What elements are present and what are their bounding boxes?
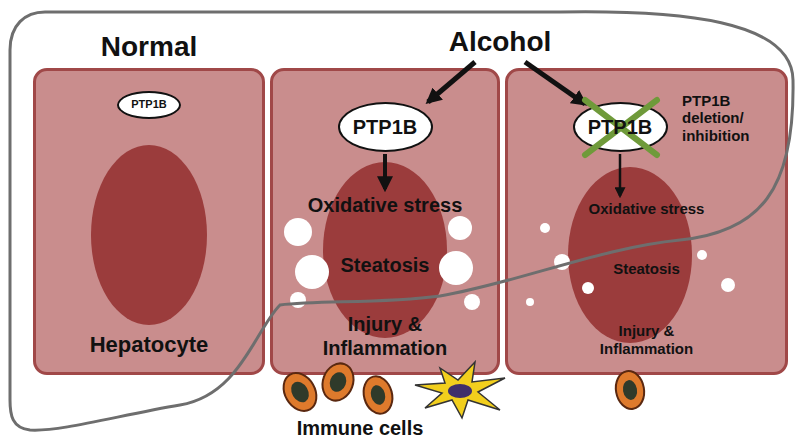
text-holder: PTP1B deletion/ inhibition — [682, 92, 782, 144]
node-text: Injury & Inflammation — [300, 312, 470, 360]
node-text: Hepatocyte — [36, 332, 262, 358]
text-holder: Normal — [36, 30, 262, 64]
node-text: PTP1B — [353, 115, 417, 139]
deletion-cross — [585, 100, 657, 155]
nucleus — [568, 167, 692, 343]
protein-ellipse: PTP1B — [117, 91, 181, 119]
protein-ellipse: PTP1B — [338, 102, 433, 152]
node-text: Injury & Inflammation — [587, 322, 707, 358]
effect-arrow — [383, 154, 387, 189]
intervention-label: PTP1B deletion/ inhibition — [682, 92, 782, 144]
node-text: PTP1B — [588, 115, 652, 139]
immune-cell-icons — [277, 359, 647, 418]
node-text: Steatosis — [508, 260, 785, 278]
node-text: Normal — [36, 30, 262, 64]
text-holder: Steatosis — [273, 253, 497, 277]
text-holder: Oxidative stress — [273, 193, 497, 217]
nucleus — [91, 145, 207, 325]
effect-arrow — [619, 154, 622, 196]
liver-outline — [10, 12, 793, 430]
stimulus-label: Alcohol — [400, 26, 600, 58]
text-holder: Oxidative stress — [508, 200, 785, 218]
node-text: PTP1B — [131, 98, 166, 111]
text-holder: Alcohol — [400, 26, 600, 58]
text-holder: Hepatocyte — [36, 332, 262, 358]
cell-type-label: Immune cells — [280, 417, 440, 440]
alcohol-arrow — [428, 62, 475, 102]
text-holder: Steatosis — [508, 260, 785, 278]
node-text: Oxidative stress — [273, 193, 497, 217]
text-holder: Immune cells — [280, 417, 440, 440]
alcohol-arrow — [525, 62, 585, 104]
text-holder: Injury & Inflammation — [300, 312, 470, 360]
text-holder: Injury & Inflammation — [587, 322, 707, 358]
node-text: Oxidative stress — [508, 200, 785, 218]
lipid-droplets — [284, 216, 480, 310]
protein-ellipse: PTP1B — [573, 102, 668, 152]
node-text: Steatosis — [273, 253, 497, 277]
